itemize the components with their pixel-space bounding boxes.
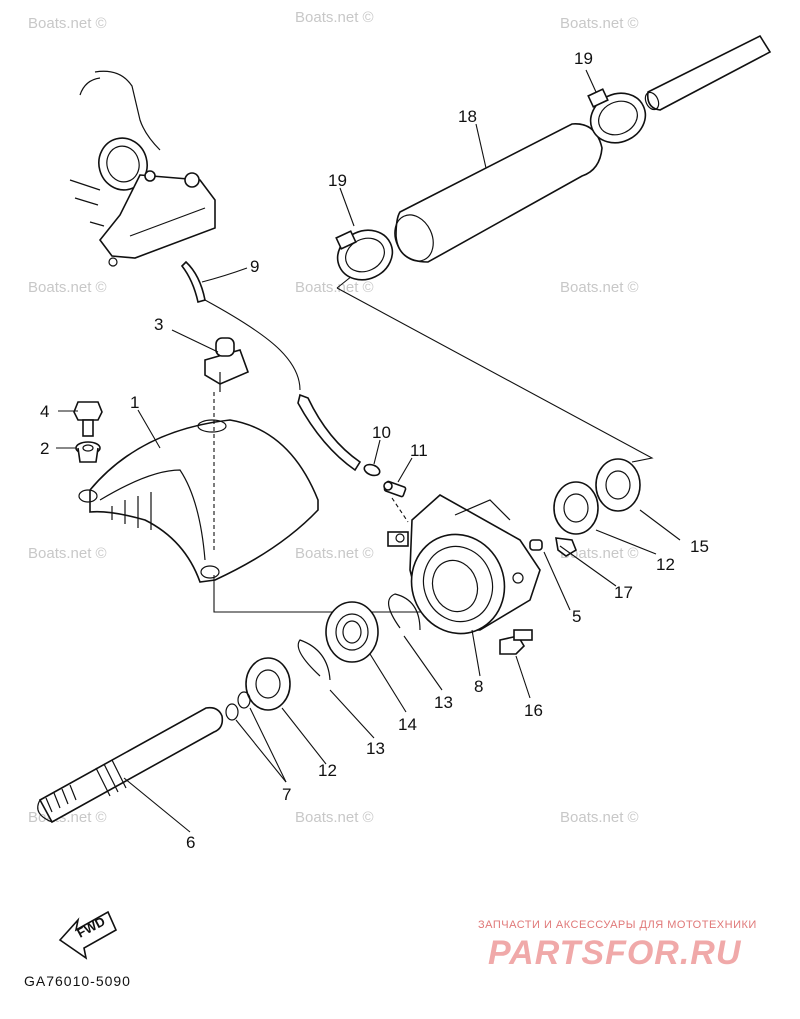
assembly-lines [213, 275, 654, 613]
o-ring-part-7 [225, 691, 251, 721]
callout-2: 2 [40, 439, 49, 458]
callout-13-upper: 13 [434, 693, 453, 712]
watermark-text: Boats.net © [295, 545, 374, 562]
callout-19-upper: 19 [574, 49, 593, 68]
hose-clamp-part-19-upper [587, 88, 647, 144]
drive-shaft-end-context [644, 34, 772, 111]
lock-plate-part-17 [555, 537, 577, 557]
diagram-code: GA76010-5090 [24, 973, 131, 989]
watermark-text: Boats.net © [28, 15, 107, 32]
callout-3: 3 [154, 315, 163, 334]
watermark-text: Boats.net © [295, 9, 374, 26]
watermark-text: Boats.net © [560, 809, 639, 826]
oil-seal-part-12-upper [553, 481, 599, 535]
watermark-text: Boats.net © [560, 279, 639, 296]
leader-lines [56, 69, 681, 833]
oil-seal-part-12-lower [245, 657, 291, 711]
hose-nipple-part-11 [383, 480, 407, 498]
hose-clamp-part-19-lower [335, 229, 394, 281]
callout-12-upper: 12 [656, 555, 675, 574]
watermark-text: Boats.net © [560, 15, 639, 32]
callout-15: 15 [690, 537, 709, 556]
callout-7: 7 [282, 785, 291, 804]
callout-8: 8 [474, 677, 483, 696]
callout-16: 16 [524, 701, 543, 720]
callout-6: 6 [186, 833, 195, 852]
callout-18: 18 [458, 107, 477, 126]
watermark-text: Boats.net © [560, 545, 639, 562]
brand-watermark: ЗАПЧАСТИ И АКСЕССУАРЫ ДЛЯ МОТОТЕХНИКИ PA… [478, 919, 757, 972]
callout-14: 14 [398, 715, 417, 734]
watermark-text: Boats.net © [28, 545, 107, 562]
engine-housing-context [69, 70, 216, 267]
callout-19-lower: 19 [328, 171, 347, 190]
callout-11: 11 [410, 441, 428, 460]
collar-part-2 [75, 441, 101, 463]
bolt-part-16 [499, 629, 533, 655]
brand-logo-text: PARTSFOR.RU [488, 934, 742, 972]
callout-10: 10 [372, 423, 391, 442]
pin-part-5 [529, 539, 543, 551]
callout-12-lower: 12 [318, 761, 337, 780]
circlip-part-13-lower [297, 639, 331, 681]
hose-tube-part-18 [394, 123, 603, 263]
watermark-text: Boats.net © [295, 809, 374, 826]
hose-clip-part-10 [363, 463, 381, 477]
callout-4: 4 [40, 402, 49, 421]
callout-9: 9 [250, 257, 259, 276]
oil-seal-part-15 [595, 458, 641, 512]
callout-1: 1 [130, 393, 139, 412]
mount-bracket-part-3 [204, 337, 250, 392]
bearing-housing-part-8 [387, 494, 541, 635]
forward-direction-arrow: FWD [58, 910, 118, 960]
callout-5: 5 [572, 607, 581, 626]
watermark-text: Boats.net © [295, 279, 374, 296]
watermarks: Boats.net © Boats.net © Boats.net © Boat… [28, 9, 639, 826]
circlip-part-13-upper [388, 593, 421, 631]
callout-13-lower: 13 [366, 739, 385, 758]
bearing-part-14 [325, 601, 379, 663]
bolt-part-4 [73, 401, 103, 437]
drive-shaft-part-6 [37, 706, 224, 824]
callout-17: 17 [614, 583, 633, 602]
water-hose-part-9 [180, 260, 362, 472]
callout-labels: 9 3 4 2 1 10 11 19 18 19 15 12 17 5 8 16… [40, 49, 709, 852]
brand-tagline: ЗАПЧАСТИ И АКСЕССУАРЫ ДЛЯ МОТОТЕХНИКИ [478, 919, 757, 931]
watermark-text: Boats.net © [28, 279, 107, 296]
cover-part-1 [78, 419, 319, 583]
